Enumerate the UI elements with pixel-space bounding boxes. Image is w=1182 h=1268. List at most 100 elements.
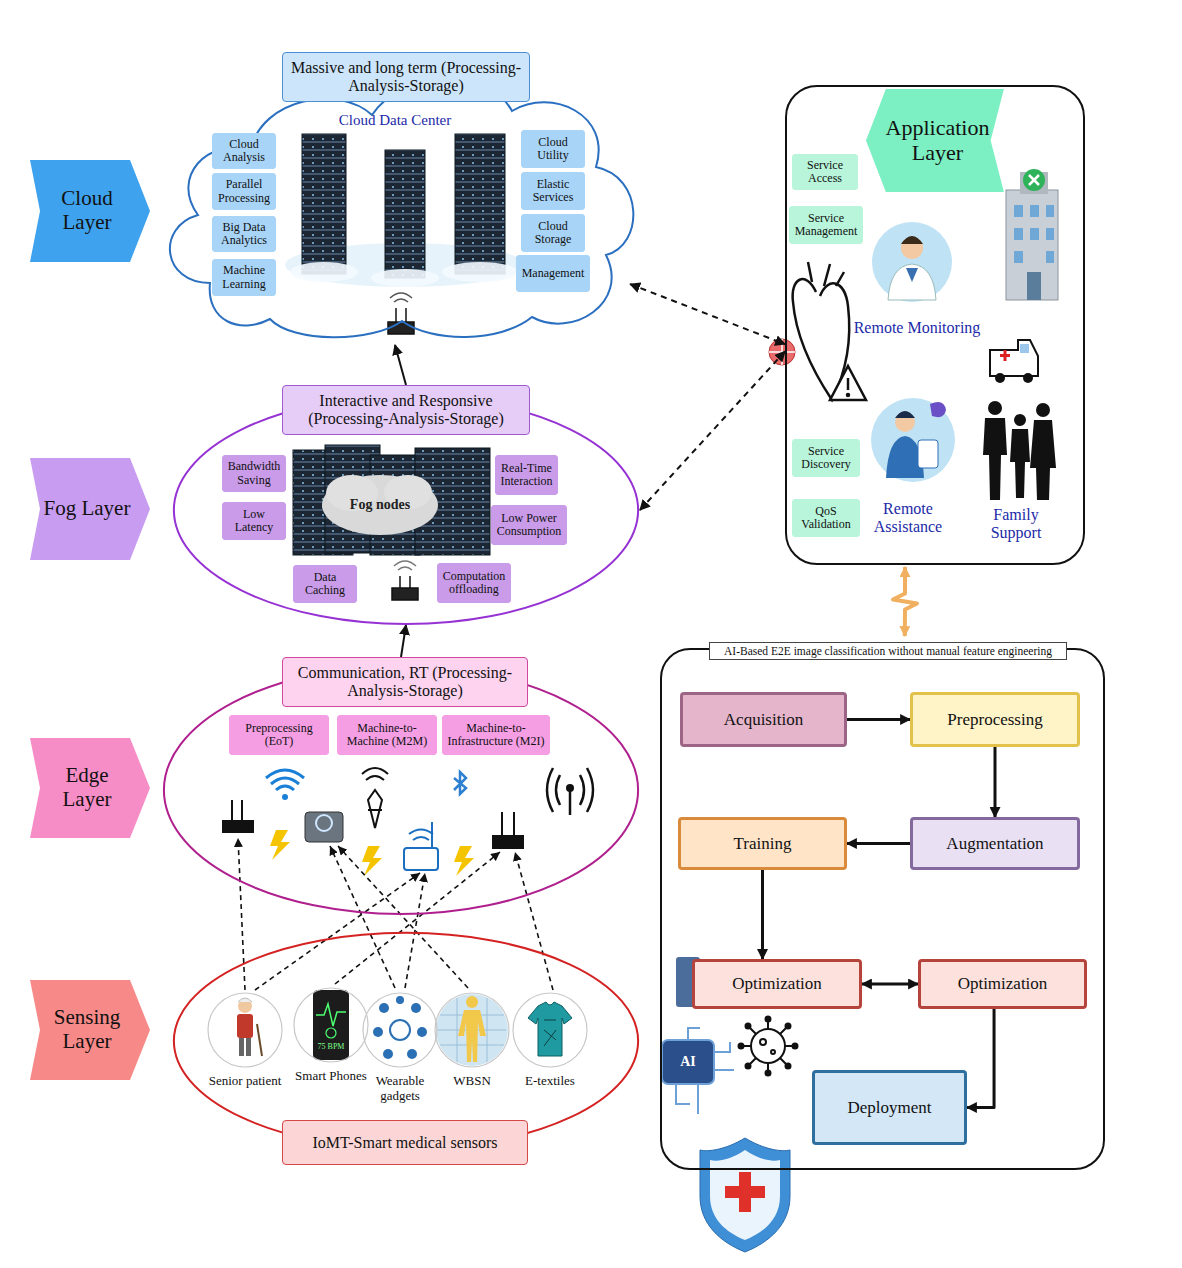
- text-block: Parallel Processing: [216, 178, 272, 205]
- sensor-node-outline: [512, 992, 588, 1068]
- text-block: Application Layer: [884, 116, 992, 165]
- text-block: Management: [522, 267, 585, 280]
- layer-heading: Interactive and Responsive (Processing-A…: [282, 385, 530, 435]
- node-text: Big Data Analytics: [216, 221, 272, 248]
- text-block: Optimization: [732, 974, 822, 993]
- feature-box: Management: [516, 255, 591, 292]
- text-block: Acquisition: [724, 710, 803, 729]
- senior-patient-icon: [237, 998, 262, 1056]
- node-text: Service Management: [793, 212, 860, 239]
- node-text: Massive and long term (Processing-Analys…: [286, 59, 526, 95]
- heart-rate-reading: 75 BPM: [318, 1043, 345, 1052]
- node-text: Service Access: [796, 159, 854, 186]
- layer-heading: IoMT-Smart medical sensors: [282, 1120, 528, 1165]
- feature-box: Low Latency: [222, 502, 286, 540]
- connector: [847, 718, 910, 721]
- node-text: AI-Based E2E image classification withou…: [724, 645, 1052, 658]
- layer-heading: Massive and long term (Processing-Analys…: [282, 52, 530, 102]
- wbsn-icon: [436, 994, 508, 1066]
- text-block: Wearable gadgets: [358, 1074, 442, 1103]
- sensor-node-outline: [207, 992, 283, 1068]
- pipeline-step: Acquisition: [680, 692, 847, 747]
- text-block: Fog Layer: [44, 497, 131, 521]
- node-text: Sensing Layer: [42, 1006, 132, 1053]
- feature-box: Big Data Analytics: [212, 216, 276, 252]
- connector: [401, 625, 406, 657]
- text-block: Senior patient: [200, 1074, 290, 1089]
- node-text: Low Power Consumption: [495, 512, 564, 539]
- feature-box: Cloud Analysis: [212, 133, 276, 169]
- text-block: Machine Learning: [216, 264, 272, 291]
- service-box: Service Access: [792, 154, 858, 190]
- text-block: Cloud Storage: [525, 220, 581, 247]
- feature-box: Machine Learning: [212, 259, 276, 296]
- connector: [994, 747, 997, 817]
- node-text: Cloud Utility: [525, 136, 581, 163]
- pipeline-step: Preprocessing: [910, 692, 1080, 747]
- edge-layer: Communication, RT (Processing-Analysis-S…: [162, 665, 640, 915]
- text-block: Computation offloading: [441, 570, 508, 597]
- pipeline-step: Deployment: [812, 1070, 967, 1145]
- ai-chip-icon: [662, 1028, 734, 1114]
- assistant-icon: [871, 398, 955, 482]
- service-box: Service Management: [789, 206, 864, 244]
- sensor-node: Wearable gadgets: [358, 992, 442, 1108]
- feature-box: Cloud Utility: [521, 130, 585, 168]
- feature-box: Data Caching: [293, 565, 357, 603]
- sensing-layer: Senior patientSmart PhonesWearable gadge…: [172, 932, 640, 1150]
- connector: [395, 345, 406, 385]
- node-text: Deployment: [847, 1098, 931, 1117]
- node-text: Management: [522, 267, 585, 280]
- text-block: Service Management: [793, 212, 860, 239]
- feature-box: Low Power Consumption: [491, 505, 568, 545]
- chip-label: AI: [680, 1054, 696, 1069]
- node-text: Interactive and Responsive (Processing-A…: [286, 392, 526, 428]
- connector: [847, 842, 910, 845]
- node-text: Cloud Layer: [42, 187, 132, 234]
- sensor-node-outline: [293, 987, 369, 1063]
- sensor-node: E-textiles: [510, 992, 590, 1096]
- text-block: Communication, RT (Processing-Analysis-S…: [286, 664, 524, 700]
- node-text: Edge Layer: [42, 764, 132, 811]
- fog-servers: [293, 445, 490, 555]
- feature-box: Preprocessing (EoT): [229, 715, 329, 755]
- feature-box: Elastic Services: [521, 172, 585, 210]
- cloud-layer: Massive and long term (Processing-Analys…: [150, 55, 640, 345]
- node-text: Augmentation: [946, 834, 1043, 853]
- layer-tab: Cloud Layer: [30, 160, 150, 262]
- node-text: Preprocessing: [947, 710, 1042, 729]
- node-text: Machine-to-Infrastructure (M2I): [446, 722, 546, 749]
- text-block: Elastic Services: [525, 178, 581, 205]
- node-text: E-textiles: [510, 1074, 590, 1089]
- ambulance-icon: [990, 340, 1038, 383]
- connector: [761, 870, 764, 959]
- node-text: Acquisition: [724, 710, 803, 729]
- text-block: Bandwidth Saving: [226, 460, 282, 487]
- doctor-icon: [872, 222, 952, 302]
- node-text: QoS Validation: [796, 505, 856, 532]
- feature-box: Bandwidth Saving: [222, 455, 286, 492]
- text-block: QoS Validation: [796, 505, 856, 532]
- text-block: Training: [734, 834, 792, 853]
- node-text: Smart Phones: [287, 1069, 375, 1084]
- node-text: Training: [734, 834, 792, 853]
- pipeline-panel: AI-Based E2E image classification withou…: [660, 648, 1105, 1170]
- node-text: Wearable gadgets: [358, 1074, 442, 1103]
- text-block: Service Discovery: [796, 445, 856, 472]
- sensor-node: WBSN: [430, 992, 514, 1096]
- text-block: Machine-to-Machine (M2M): [341, 722, 433, 749]
- text-block: Smart Phones: [287, 1069, 375, 1084]
- text-block: Machine-to-Infrastructure (M2I): [446, 722, 546, 749]
- text-block: Real-Time Interaction: [499, 462, 554, 489]
- connector: [862, 983, 918, 986]
- node-text: WBSN: [430, 1074, 514, 1089]
- text-block: Big Data Analytics: [216, 221, 272, 248]
- connector: [640, 351, 785, 510]
- cluster-label: Cloud Data Center: [339, 112, 451, 129]
- text-block: Optimization: [958, 974, 1048, 993]
- heart-marker: [769, 339, 795, 365]
- sensor-node-outline: [434, 992, 510, 1068]
- layer-heading: Communication, RT (Processing-Analysis-S…: [282, 657, 528, 707]
